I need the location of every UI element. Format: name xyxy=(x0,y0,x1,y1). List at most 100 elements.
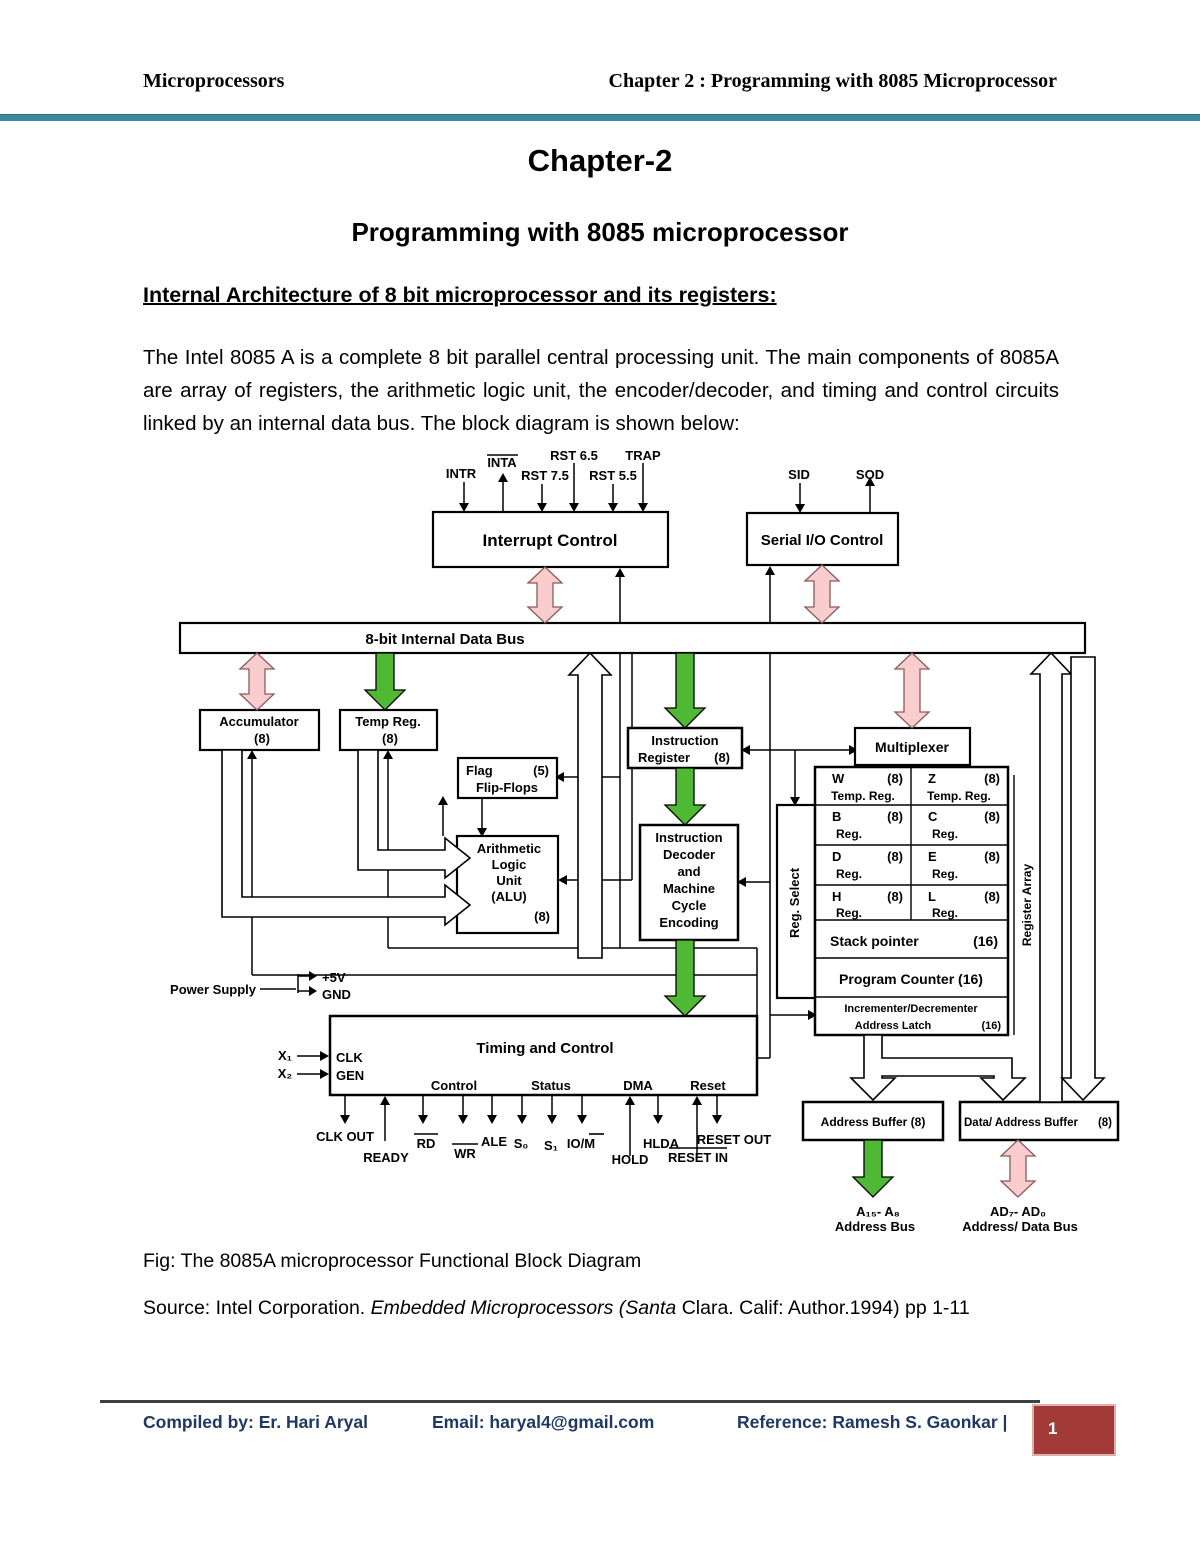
reg-z-size: (8) xyxy=(984,771,1000,786)
power-5v-label: +5V xyxy=(322,970,346,985)
reg-c-size: (8) xyxy=(984,809,1000,824)
signal-trap: TRAP xyxy=(625,448,661,463)
alu-input-channel-tempreg xyxy=(357,749,472,880)
stack-pointer-size: (16) xyxy=(973,933,998,949)
program-counter-label: Program Counter (16) xyxy=(839,971,983,987)
instruction-decoder-box xyxy=(638,823,740,942)
internal-data-bus xyxy=(178,621,1087,655)
timing-status-sub: Status xyxy=(531,1078,571,1093)
instrreg-size: (8) xyxy=(714,750,730,765)
source-citation: Source: Intel Corporation. Embedded Micr… xyxy=(143,1297,970,1320)
decoder-line2: Decoder xyxy=(663,847,715,862)
footer-email: Email: haryal4@gmail.com xyxy=(432,1412,655,1432)
alu-line3: Unit xyxy=(496,873,522,888)
section-heading: Internal Architecture of 8 bit microproc… xyxy=(143,283,777,307)
timing-reset-sub: Reset xyxy=(690,1078,726,1093)
reg-h-size: (8) xyxy=(887,889,903,904)
incrementer-line2: Address Latch xyxy=(855,1020,932,1032)
source-suffix: Clara. Calif: Author.1994) pp 1-11 xyxy=(681,1297,970,1319)
header-right: Chapter 2 : Programming with 8085 Microp… xyxy=(608,70,1057,92)
reg-c: C xyxy=(928,809,938,824)
instrreg-line1: Instruction xyxy=(651,733,718,748)
pin-s0: S₀ xyxy=(514,1136,529,1151)
temp-reg-box xyxy=(338,708,439,752)
reg-select-label: Reg. Select xyxy=(787,867,802,938)
instrreg-decoder-arrow xyxy=(663,767,707,826)
body-paragraph: The Intel 8085 A is a complete 8 bit par… xyxy=(143,345,1059,435)
signal-rst75: RST 7.5 xyxy=(521,468,569,483)
data-address-buffer-label: Data/ Address Buffer xyxy=(964,1117,1078,1129)
signal-intr: INTR xyxy=(446,466,477,481)
green-arrows xyxy=(363,652,895,1198)
reg-w-sub: Temp. Reg. xyxy=(831,789,895,803)
flag-label: Flag xyxy=(466,763,493,778)
accumulator-size: (8) xyxy=(254,731,270,746)
signal-overlines xyxy=(414,454,727,1149)
pin-x2: X₂ xyxy=(278,1066,293,1081)
reg-b-sub: Reg. xyxy=(836,827,862,841)
reg-h: H xyxy=(832,889,841,904)
instruction-register-box xyxy=(626,726,744,770)
reg-d-size: (8) xyxy=(887,849,903,864)
bus-to-buffer-arrow xyxy=(1060,656,1106,1102)
footer-compiled-by: Compiled by: Er. Hari Aryal xyxy=(143,1412,368,1432)
page-title: Chapter-2 xyxy=(527,143,673,178)
gen-label: GEN xyxy=(336,1068,364,1083)
header-left: Microprocessors xyxy=(143,70,285,92)
serial-io-label: Serial I/O Control xyxy=(761,532,884,549)
timing-control-sub: Control xyxy=(431,1078,477,1093)
address-latch-splitter xyxy=(849,1034,1027,1102)
reg-w: W xyxy=(832,771,845,786)
pin-hlda: HLDA xyxy=(643,1136,680,1151)
signal-sid: SID xyxy=(788,467,810,482)
reg-d: D xyxy=(832,849,841,864)
reg-h-sub: Reg. xyxy=(836,906,862,920)
pin-iom: IO/M xyxy=(567,1136,595,1151)
bus-multiplexer-arrow xyxy=(893,652,931,729)
stack-pointer-label: Stack pointer xyxy=(830,933,919,949)
address-bus-label: Address Bus xyxy=(835,1219,915,1234)
figure-caption: Fig: The 8085A microprocessor Functional… xyxy=(143,1250,642,1272)
alu-input-channel-accumulator xyxy=(221,749,472,927)
footer-rule xyxy=(100,1400,1040,1403)
page-subtitle: Programming with 8085 microprocessor xyxy=(351,217,849,247)
addrbuffer-addressbus-arrow xyxy=(851,1139,895,1198)
power-supply-label: Power Supply xyxy=(170,982,257,997)
pin-ready: READY xyxy=(363,1150,409,1165)
accumulator-label: Accumulator xyxy=(219,714,298,729)
interrupt-bus-arrow xyxy=(526,566,564,624)
timing-control-label: Timing and Control xyxy=(476,1040,613,1057)
reg-l: L xyxy=(928,889,936,904)
address-buffer-box xyxy=(801,1100,945,1142)
tempreg-label: Temp Reg. xyxy=(355,714,421,729)
flag-flipflops-box xyxy=(456,756,559,800)
pink-arrows xyxy=(238,564,1037,1198)
reg-d-sub: Reg. xyxy=(836,867,862,881)
alu-size: (8) xyxy=(534,909,550,924)
decoder-line5: Cycle xyxy=(672,898,707,913)
incrementer-size: (16) xyxy=(981,1020,1001,1032)
bus-label: 8-bit Internal Data Bus xyxy=(365,631,524,648)
page-number-box: 1 xyxy=(1032,1404,1116,1456)
alu-line1: Arithmetic xyxy=(477,841,541,856)
alu-to-bus-arrow xyxy=(567,651,613,959)
incrementer-line1: Incrementer/Decrementer xyxy=(844,1003,978,1015)
header-rule xyxy=(0,114,1200,121)
decoder-line4: Machine xyxy=(663,881,715,896)
alu-line2: Logic xyxy=(492,857,527,872)
reg-c-sub: Reg. xyxy=(932,827,958,841)
pin-wr: WR xyxy=(454,1146,476,1161)
flag-label2: Flip-Flops xyxy=(476,780,538,795)
diagram-boxes xyxy=(178,510,1120,1142)
pin-clk-out: CLK OUT xyxy=(316,1129,374,1144)
timing-control-box xyxy=(328,1014,759,1097)
alu-box xyxy=(455,834,560,935)
reg-l-sub: Reg. xyxy=(932,906,958,920)
bus-instrreg-arrow xyxy=(663,652,707,729)
flag-size: (5) xyxy=(533,763,549,778)
accumulator-box xyxy=(198,708,321,752)
decoder-timing-arrow xyxy=(663,939,707,1017)
data-address-buffer-size: (8) xyxy=(1098,1117,1112,1129)
